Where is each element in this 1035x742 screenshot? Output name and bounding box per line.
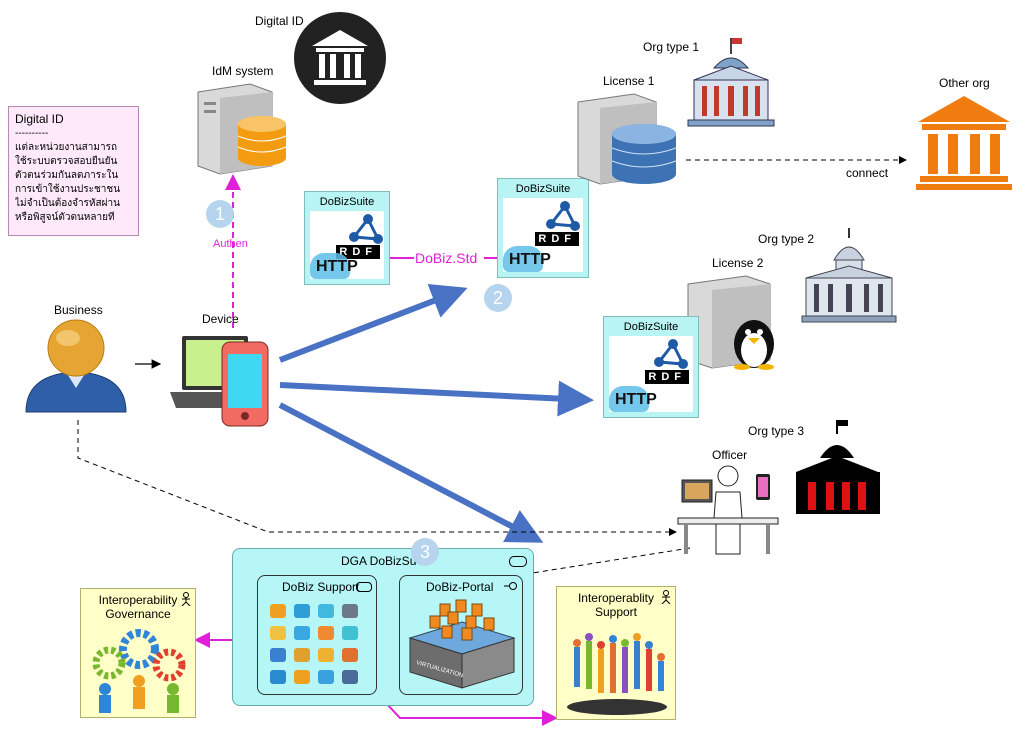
org-type-3-label: Org type 3 [748,424,805,438]
dobiz-std-label: DoBiz.Std [415,250,478,266]
idm-system-label: IdM system [212,64,274,78]
dobizsuite-box-3: DoBizSuite RDF HTTP [603,316,699,418]
officer-label: Officer [712,448,748,462]
rdf-graph-icon [349,214,383,244]
rdf-label: RDF [336,245,380,259]
server-db-icon [197,83,287,175]
officer-desk-icon [677,465,779,555]
rdf-graph-icon [546,201,580,231]
digital-id-note: Digital ID ---------- แต่ละหน่วยงานสามาร… [8,106,139,236]
http-label: HTTP [615,391,657,408]
note-line: ใช้ระบบตรวจสอบยืนยัน [15,156,118,167]
orange-institution-icon [916,96,1012,190]
government-building-icon [687,38,775,127]
http-label: HTTP [509,251,551,268]
step-1-badge: 1 [206,200,234,228]
dobizsuite-title: DoBizSuite [515,183,571,195]
cloud-icon [503,246,543,272]
dobiz-portal-label: DoBiz-Portal [426,580,494,594]
virtualization-server-icon: VIRTUALIZATION [408,599,516,689]
blue-arrow-license2 [279,380,594,417]
component-icon [509,556,527,567]
dobizsuite-box-1: DoBizSuite RDF HTTP [304,191,390,285]
actor-icon [181,592,191,606]
org-type-2-label: Org type 2 [758,232,815,246]
officer-dga-dashed [525,547,691,577]
dobiz-support-box: DoBiz Support [257,575,377,695]
cloud-icon [609,386,649,412]
capitol-building-icon [801,228,897,323]
bank-icon [294,12,386,104]
rdf-label: RDF [535,232,579,246]
service-icons-grid [270,604,358,684]
laptop-phone-icon [170,336,269,427]
license-1-label: License 1 [603,74,655,88]
cloud-icon [310,253,350,279]
http-label: HTTP [316,258,358,275]
step-3-badge: 3 [411,538,439,566]
business-officer-dashed [77,420,677,536]
interop-governance-label: Interoperability Governance [98,593,178,621]
black-building-icon [796,420,880,514]
interface-icon [504,582,517,590]
component-icon [356,582,372,592]
authen-label: Authen [213,238,248,250]
note-line: การเข้าใช้งานประชาชน [15,184,121,195]
dga-dobizsu-label: DGA DoBizSu [341,554,417,568]
note-line: ตัวตนร่วมกันลดภาระใน [15,170,119,181]
server-db-icon [577,93,677,185]
blue-arrow-dga [278,402,544,543]
rdf-label: RDF [645,370,689,384]
interop-support-box: Interoperablity Support [556,586,676,720]
rdf-graph-icon [654,339,688,369]
org-type-1-label: Org type 1 [643,40,700,54]
dobiz-portal-box: DoBiz-Portal VIRTUALIZATION [399,575,523,695]
dobizsuite-title: DoBizSuite [623,321,679,333]
user-avatar-icon [25,319,127,413]
connect-label: connect [846,166,889,180]
step-2-badge: 2 [484,284,512,312]
note-title: Digital ID [15,112,64,126]
dga-dobizsu-container: DGA DoBizSu DoBiz Support DoBiz-Portal [232,548,534,706]
dobizsuite-title: DoBizSuite [319,196,375,208]
crowd-icon [567,633,667,715]
dobizsuite-box-2: DoBizSuite RDF HTTP [497,178,589,278]
note-line: ไม่จำเป็นต้องจำรหัสผ่าน [15,198,120,209]
note-line: แต่ละหน่วยงานสามารถ [15,142,118,153]
license-2-label: License 2 [712,256,764,270]
actor-icon [661,590,671,604]
note-line: หรือพิสูจน์ตัวตนหลายที่ [15,212,115,223]
blue-arrow-license1 [278,283,468,363]
interop-governance-box: Interoperability Governance [80,588,196,718]
dobiz-support-label: DoBiz Support [282,580,360,594]
other-org-label: Other org [939,76,990,90]
note-rule: ---------- [15,128,49,139]
business-label: Business [54,303,103,317]
interop-support-label: Interoperablity Support [577,591,655,619]
teamwork-gears-icon [92,629,186,713]
digital-id-label: Digital ID [255,14,304,28]
device-label: Device [202,312,239,326]
linux-server-icon [687,275,774,370]
